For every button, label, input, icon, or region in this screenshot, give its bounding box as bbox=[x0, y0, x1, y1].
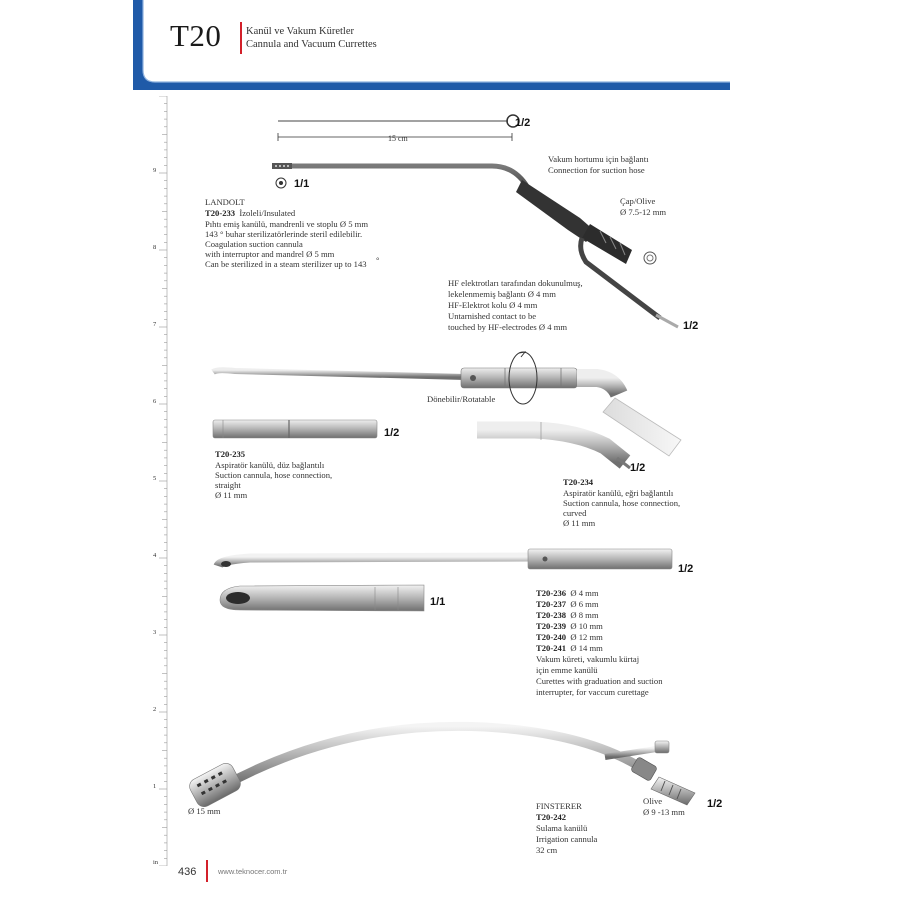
landolt-name: LANDOLT bbox=[205, 197, 245, 207]
ruler-label-3: 3 bbox=[153, 629, 157, 636]
landolt-degree-mark: ° bbox=[376, 255, 380, 265]
t20-234-desc-line: Suction cannula, hose connection, bbox=[563, 498, 681, 508]
t20-235-code: T20-235 bbox=[215, 449, 246, 459]
hf-note-line: touched by HF-electrodes Ø 4 mm bbox=[448, 322, 568, 332]
landolt-scale-top: 1/2 bbox=[515, 117, 531, 129]
olive-note-label: Çap/Olive bbox=[620, 196, 656, 206]
hf-note-line: HF elektrotları tarafından dokunulmuş, bbox=[448, 278, 583, 288]
curette-size: Ø 14 mm bbox=[570, 643, 603, 653]
ruler-label-5: 5 bbox=[153, 475, 157, 482]
curette-desc-line: Curettes with graduation and suction bbox=[536, 676, 663, 686]
curette-code: T20-240 bbox=[536, 632, 567, 642]
rotatable-cannula-illustration bbox=[211, 351, 682, 470]
ruler-label-8: 8 bbox=[153, 244, 157, 251]
curette-code: T20-237 bbox=[536, 599, 567, 609]
finsterer-olive-label: Olive bbox=[643, 796, 663, 806]
footer-divider bbox=[206, 860, 208, 882]
landolt-scale-bottom: 1/2 bbox=[683, 320, 699, 332]
curette-scale-tip: 1/1 bbox=[430, 596, 446, 608]
straight-connector-scale: 1/2 bbox=[384, 427, 400, 439]
finsterer-illustration bbox=[189, 721, 696, 807]
rotatable-label: Dönebilir/Rotatable bbox=[427, 394, 496, 404]
hose-note-en: Connection for suction hose bbox=[548, 165, 645, 175]
hf-note-line: lekelenmemiş bağlantı Ø 4 mm bbox=[448, 289, 556, 299]
finsterer-name: FINSTERER bbox=[536, 801, 582, 811]
ruler-label-7: 7 bbox=[153, 321, 157, 328]
curette-desc-line: için emme kanülü bbox=[536, 665, 598, 675]
curette-code: T20-238 bbox=[536, 610, 567, 620]
ruler-label-in: in bbox=[153, 859, 159, 866]
t20-235-desc-line: Ø 11 mm bbox=[215, 490, 248, 500]
curette-scale-full: 1/2 bbox=[678, 563, 694, 575]
curette-code: T20-236 bbox=[536, 588, 567, 598]
t20-235-desc-line: straight bbox=[215, 480, 241, 490]
curette-desc-line: interrupter, for vaccum curettage bbox=[536, 687, 649, 697]
ruler-label-9: 9 bbox=[153, 167, 157, 174]
landolt-desc-line: Can be sterilized in a steam sterilizer … bbox=[205, 259, 367, 269]
landolt-variant: İzoleli/Insulated bbox=[239, 208, 296, 218]
finsterer-scale: 1/2 bbox=[707, 798, 723, 810]
header-title-en: Cannula and Vacuum Currettes bbox=[246, 39, 377, 50]
page-code-title: T20 bbox=[170, 18, 222, 53]
curette-desc-line: Vakum küreti, vakumlu kürtaj bbox=[536, 654, 640, 664]
landolt-illustration bbox=[272, 114, 679, 329]
finsterer-desc-line: Sulama kanülü bbox=[536, 823, 588, 833]
t20-234-desc-line: Ø 11 mm bbox=[563, 518, 596, 528]
inch-ruler bbox=[155, 96, 169, 866]
hf-note-line: HF-Elektrot kolu Ø 4 mm bbox=[448, 300, 538, 310]
t20-235-desc-line: Aspiratör kanülü, düz bağlantılı bbox=[215, 460, 325, 470]
header-divider bbox=[240, 22, 242, 54]
landolt-desc-line: with interruptor and mandrel Ø 5 mm bbox=[205, 249, 335, 259]
hose-note-tr: Vakum hortumu için bağlantı bbox=[548, 154, 649, 164]
ruler-label-1: 1 bbox=[153, 783, 157, 790]
finsterer-desc-line: Irrigation cannula bbox=[536, 834, 598, 844]
hf-note-line: Untarnished contact to be bbox=[448, 311, 537, 321]
t20-234-desc-line: Aspiratör kanülü, eğri bağlantılı bbox=[563, 488, 674, 498]
curette-size: Ø 8 mm bbox=[570, 610, 599, 620]
header-title-tr: Kanül ve Vakum Küretler bbox=[246, 26, 354, 37]
ruler-label-6: 6 bbox=[153, 398, 157, 405]
ruler-label-2: 2 bbox=[153, 706, 157, 713]
curved-connector-scale: 1/2 bbox=[630, 462, 646, 474]
curette-size: Ø 10 mm bbox=[570, 621, 603, 631]
olive-note-size: Ø 7.5-12 mm bbox=[620, 207, 667, 217]
finsterer-desc-line: 32 cm bbox=[536, 845, 558, 855]
page-number: 436 bbox=[178, 866, 197, 878]
curette-code: T20-239 bbox=[536, 621, 567, 631]
curette-size: Ø 4 mm bbox=[570, 588, 599, 598]
curette-illustration bbox=[213, 548, 673, 612]
landolt-length-label: 15 cm bbox=[388, 134, 408, 143]
header-tab bbox=[133, 0, 730, 90]
landolt-code: T20-233 bbox=[205, 208, 236, 218]
landolt-desc-line: Pıhtı emiş kanülü, mandrenli ve stoplu Ø… bbox=[205, 219, 369, 229]
curette-size: Ø 6 mm bbox=[570, 599, 599, 609]
landolt-desc-line: Coagulation suction cannula bbox=[205, 239, 303, 249]
finsterer-tip-diameter: Ø 15 mm bbox=[188, 806, 221, 816]
landolt-scale-tip: 1/1 bbox=[294, 178, 310, 190]
finsterer-olive-size: Ø 9 -13 mm bbox=[643, 807, 685, 817]
t20-234-desc-line: curved bbox=[563, 508, 587, 518]
ruler-label-4: 4 bbox=[153, 552, 157, 559]
t20-234-code: T20-234 bbox=[563, 477, 594, 487]
finsterer-code: T20-242 bbox=[536, 812, 567, 822]
t20-235-desc-line: Suction cannula, hose connection, bbox=[215, 470, 333, 480]
curette-code: T20-241 bbox=[536, 643, 567, 653]
landolt-desc-line: 143 ° buhar sterilizatörlerinde steril e… bbox=[205, 229, 363, 239]
curette-size: Ø 12 mm bbox=[570, 632, 603, 642]
footer-website-link[interactable]: www.teknocer.com.tr bbox=[218, 867, 288, 876]
